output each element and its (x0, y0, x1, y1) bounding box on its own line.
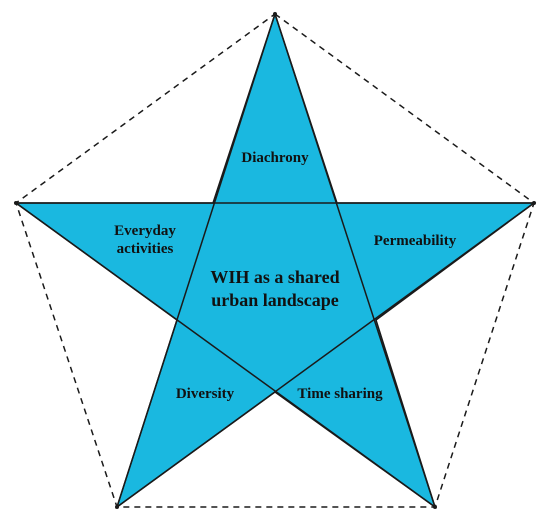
label-center-title: WIH as a shared urban landscape (210, 267, 340, 310)
dashed-pentagon-outline (15, 13, 535, 508)
label-permeability: Permeability (373, 233, 457, 249)
vertex-marker (115, 505, 119, 509)
label-diversity: Diversity (175, 386, 235, 402)
label-time-sharing: Time sharing (297, 386, 383, 402)
vertex-marker (14, 201, 18, 205)
star-inner-lines (15, 13, 535, 508)
label-everyday-activities: Everyday activities (114, 223, 176, 257)
vertex-markers (14, 12, 536, 509)
vertex-marker (532, 201, 536, 205)
label-diachrony: Diachrony (241, 150, 309, 166)
vertex-marker (273, 12, 277, 16)
vertex-marker (433, 505, 437, 509)
